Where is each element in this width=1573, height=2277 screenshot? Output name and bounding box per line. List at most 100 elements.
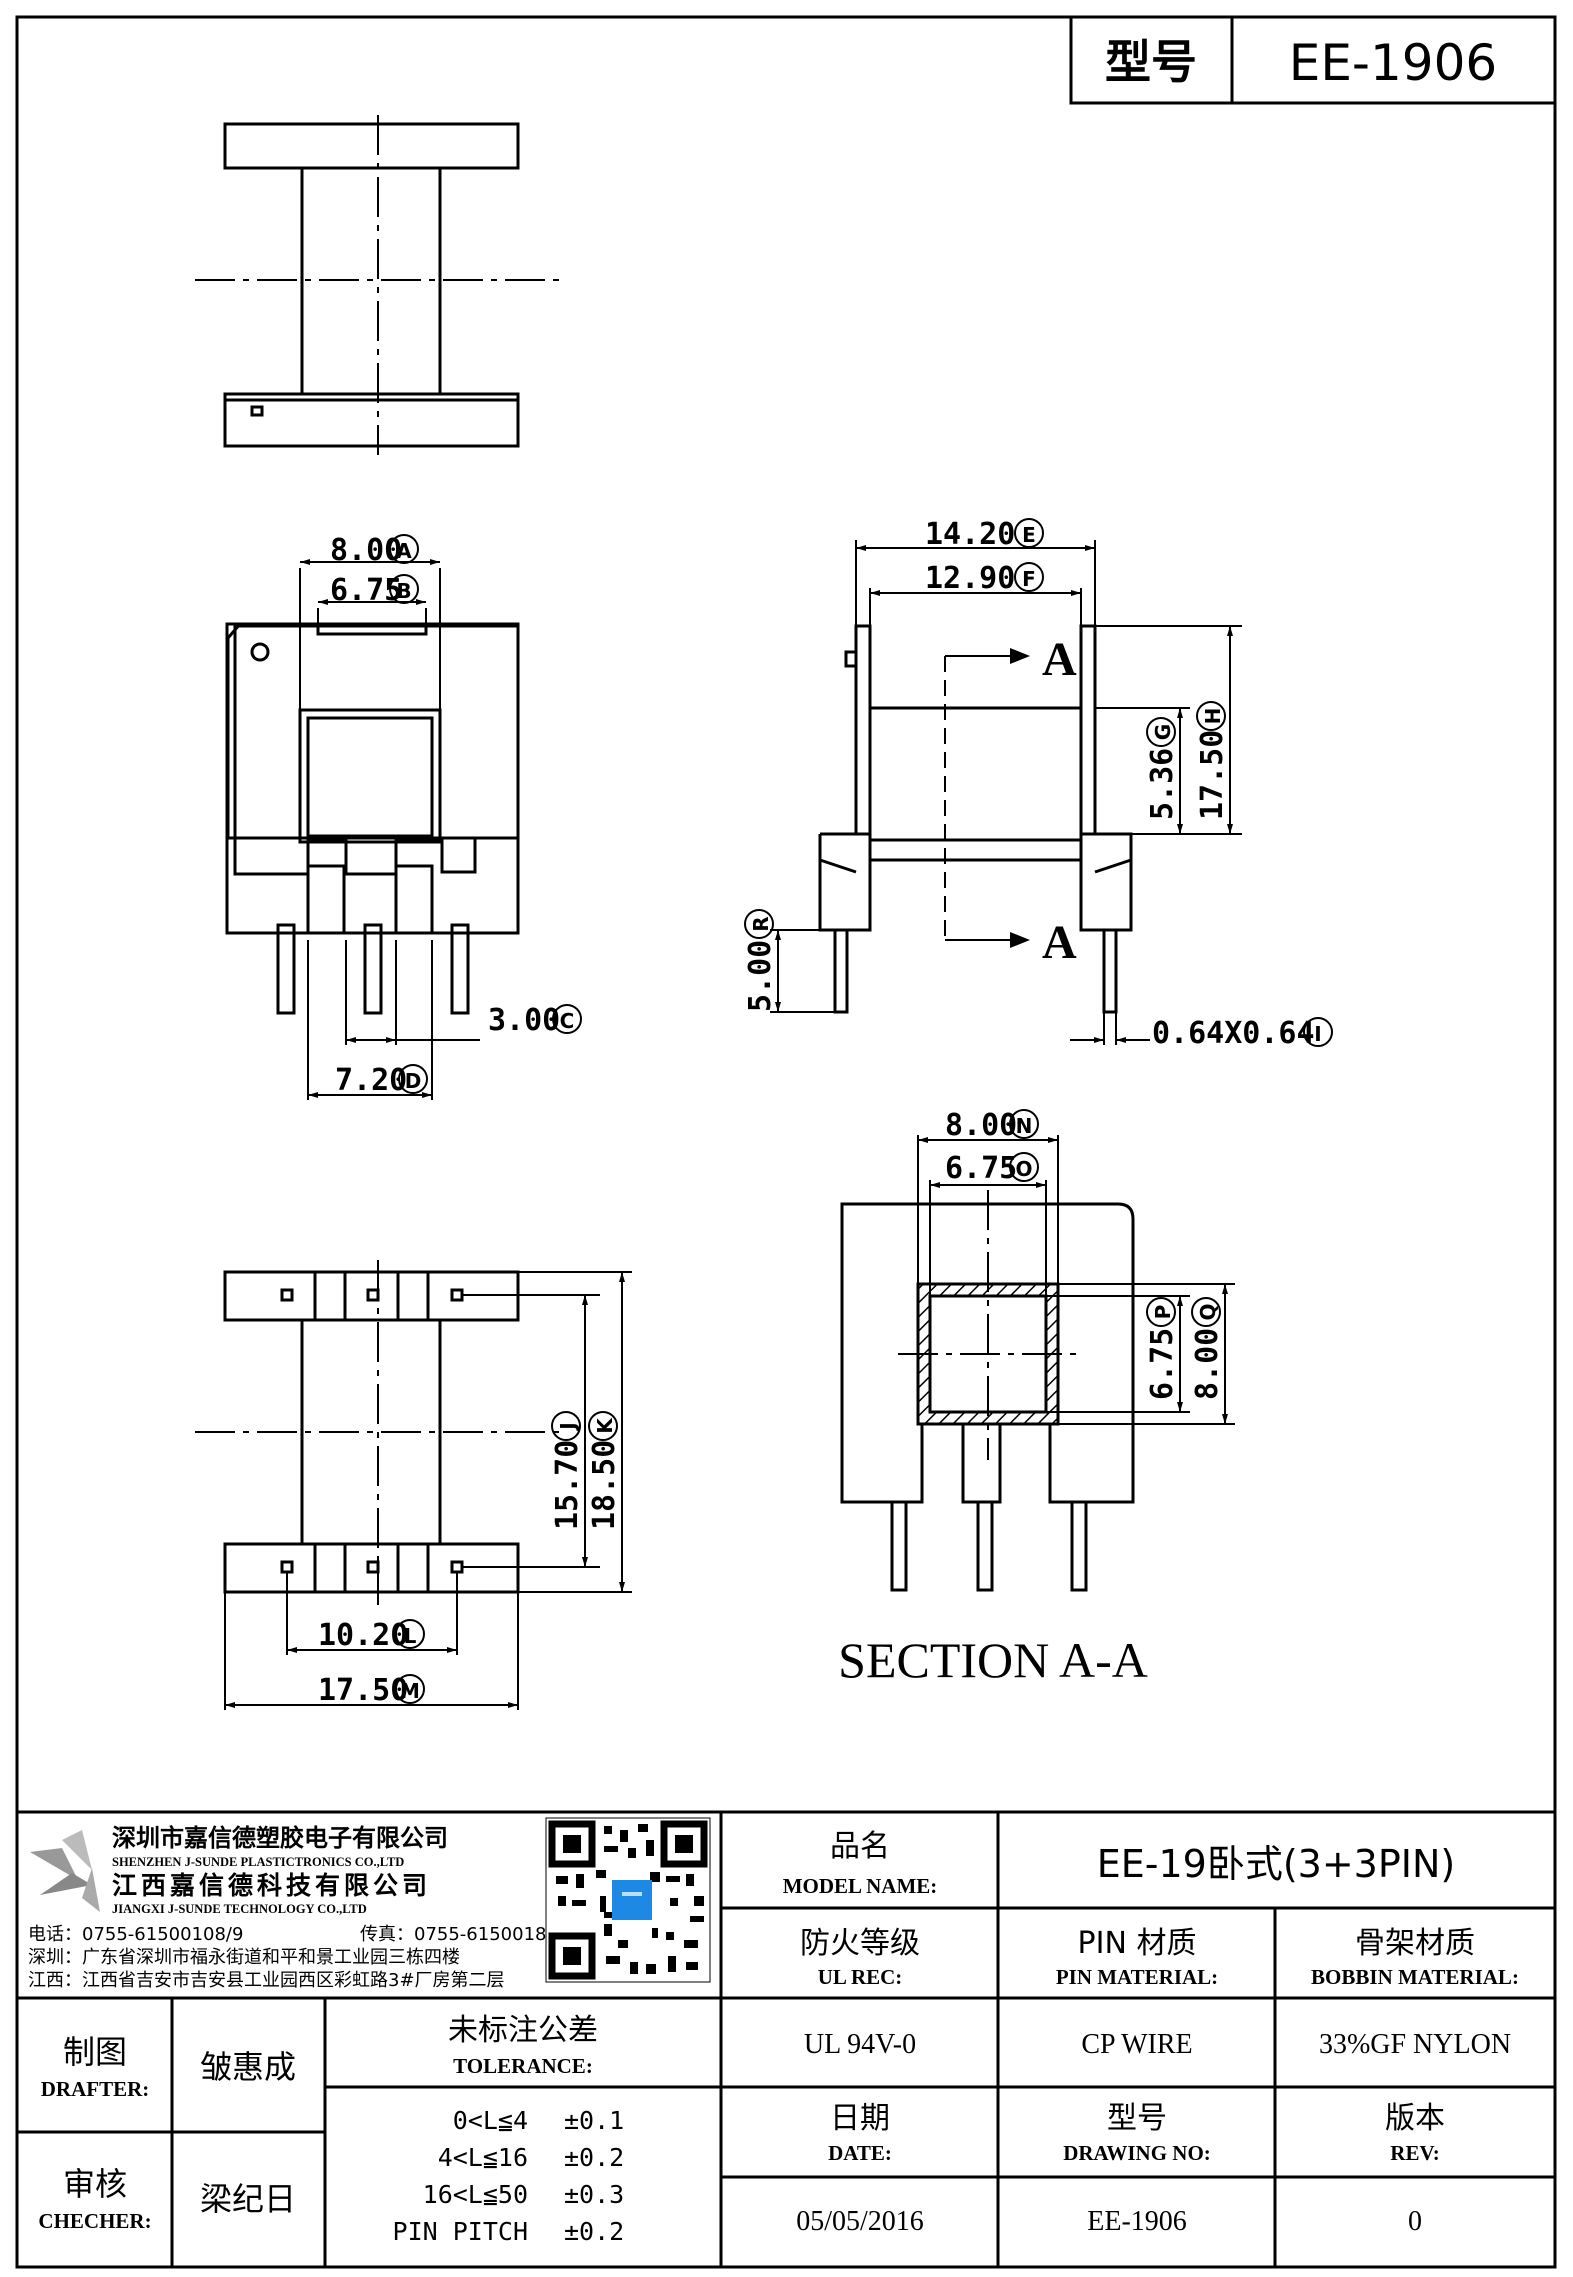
dim-J: 15.70 J <box>550 1411 585 1530</box>
svg-text:5.36: 5.36 <box>1145 748 1180 820</box>
title-block-grid <box>17 1810 1555 2267</box>
drafter-en: DRAFTER: <box>41 2077 150 2101</box>
svg-text:5.00: 5.00 <box>743 940 778 1012</box>
tolerance-value: ±0.1 <box>564 2106 624 2135</box>
dim-P: 6.75 P <box>1145 1297 1180 1400</box>
drafter-name: 皱惠成 <box>200 2048 296 2086</box>
svg-text:R: R <box>749 916 773 931</box>
svg-text:O: O <box>1015 1157 1032 1181</box>
svg-text:A: A <box>396 539 412 563</box>
svg-text:E: E <box>1022 523 1036 547</box>
section-arrow-bottom <box>1010 932 1030 948</box>
svg-text:0.64X0.64: 0.64X0.64 <box>1152 1016 1315 1051</box>
svg-text:G: G <box>1151 724 1175 740</box>
dim-L: 10.20 L <box>318 1618 425 1653</box>
dimension-lines <box>224 540 1242 1710</box>
tolerance-value: ±0.3 <box>564 2180 624 2209</box>
dim-F: 12.90 F <box>925 561 1044 596</box>
ul-rec-value: UL 94V-0 <box>804 2029 916 2060</box>
tolerance-cn: 未标注公差 <box>448 2013 598 2048</box>
pin-material-cn: PIN 材质 <box>1078 1926 1197 1961</box>
model-name-cn: 品名 <box>830 1829 890 1864</box>
svg-text:J: J <box>556 1422 580 1431</box>
svg-text:7.20: 7.20 <box>335 1063 407 1098</box>
date-value: 05/05/2016 <box>796 2206 924 2237</box>
company-name-sz: 深圳市嘉信德塑胶电子有限公司 <box>112 1824 448 1852</box>
company-fax: 传真：0755-61500185 <box>360 1924 558 1945</box>
drawing-no-en: DRAWING NO: <box>1063 2141 1211 2165</box>
svg-text:F: F <box>1022 567 1036 591</box>
tolerance-range: 16<L≦50 <box>423 2180 528 2209</box>
tolerance-range: 0<L≦4 <box>453 2106 528 2135</box>
ul-rec-cn: 防火等级 <box>800 1926 920 1961</box>
svg-text:15.70: 15.70 <box>550 1440 585 1530</box>
qr-code <box>545 1817 711 1983</box>
svg-text:8.00: 8.00 <box>945 1108 1017 1143</box>
dim-M: 17.50 M <box>318 1673 425 1708</box>
svg-text:Q: Q <box>1196 1303 1220 1320</box>
model-name-value: EE-19卧式(3+3PIN) <box>1097 1842 1455 1886</box>
checker-name: 梁纪日 <box>200 2180 296 2218</box>
section-label: SECTION A-A <box>838 1632 1148 1688</box>
side-view <box>818 624 1133 1014</box>
svg-text:6.75: 6.75 <box>1145 1328 1180 1400</box>
dim-B: 6.75 B <box>330 573 419 608</box>
header-model-value: EE-1906 <box>1289 34 1497 92</box>
pin-material-en: PIN MATERIAL: <box>1056 1965 1218 1989</box>
dim-I: 0.64X0.64 I <box>1152 1016 1333 1051</box>
rev-cn: 版本 <box>1385 2101 1445 2136</box>
company-phone: 电话：0755-61500108/9 <box>28 1924 243 1945</box>
tolerance-range: PIN PITCH <box>393 2217 528 2246</box>
tolerance-table: 0<L≦4 ±0.1 4<L≦16 ±0.2 16<L≦50 ±0.3 PIN … <box>393 2106 625 2246</box>
svg-text:6.75: 6.75 <box>330 573 402 608</box>
section-marker-top: A <box>1042 633 1077 686</box>
svg-text:18.50: 18.50 <box>587 1440 622 1530</box>
svg-text:17.50: 17.50 <box>1195 730 1230 820</box>
dim-N: 8.00 N <box>945 1108 1039 1143</box>
tolerance-range: 4<L≦16 <box>438 2143 528 2172</box>
svg-text:L: L <box>404 1624 417 1648</box>
company-address-sz: 深圳：广东省深圳市福永街道和平和景工业园三栋四楼 <box>28 1947 460 1968</box>
ul-rec-en: UL REC: <box>818 1965 903 1989</box>
sheet-border <box>15 15 1557 2269</box>
svg-text:8.00: 8.00 <box>1190 1328 1225 1400</box>
svg-text:H: H <box>1201 708 1225 725</box>
svg-text:14.20: 14.20 <box>925 517 1015 552</box>
svg-text:10.20: 10.20 <box>318 1618 408 1653</box>
svg-text:I: I <box>1314 1022 1321 1046</box>
dim-C: 3.00 C <box>488 1003 582 1038</box>
drawing-no-value: EE-1906 <box>1087 2206 1187 2237</box>
drawing-no-cn: 型号 <box>1107 2101 1167 2136</box>
bottom-view <box>195 1260 560 1605</box>
tolerance-value: ±0.2 <box>564 2217 624 2246</box>
bobbin-material-cn: 骨架材质 <box>1355 1926 1475 1961</box>
rev-value: 0 <box>1408 2206 1422 2237</box>
svg-text:3.00: 3.00 <box>488 1003 560 1038</box>
svg-text:K: K <box>593 1417 617 1434</box>
svg-text:N: N <box>1016 1114 1033 1138</box>
svg-text:6.75: 6.75 <box>945 1151 1017 1186</box>
svg-text:B: B <box>396 579 411 603</box>
company-logo <box>30 1830 100 1912</box>
dim-D: 7.20 D <box>335 1063 428 1098</box>
section-marker-bottom: A <box>1042 916 1077 969</box>
svg-text:12.90: 12.90 <box>925 561 1015 596</box>
top-view <box>195 115 560 455</box>
tolerance-value: ±0.2 <box>564 2143 624 2172</box>
drafter-cn: 制图 <box>63 2033 127 2071</box>
svg-text:8.00: 8.00 <box>330 533 402 568</box>
date-en: DATE: <box>828 2141 892 2165</box>
bobbin-material-value: 33%GF NYLON <box>1319 2029 1511 2060</box>
svg-text:D: D <box>405 1069 422 1093</box>
tolerance-en: TOLERANCE: <box>453 2054 593 2078</box>
dim-A: 8.00 A <box>330 533 419 568</box>
svg-text:P: P <box>1151 1305 1175 1320</box>
company-name-sz-en: SHENZHEN J-SUNDE PLASTICTRONICS CO.,LTD <box>112 1855 404 1869</box>
company-address-jx: 江西：江西省吉安市吉安县工业园西区彩虹路3#厂房第二层 <box>28 1970 505 1991</box>
svg-text:C: C <box>560 1009 575 1033</box>
section-arrow-top <box>1010 648 1030 664</box>
bobbin-material-en: BOBBIN MATERIAL: <box>1311 1965 1519 1989</box>
company-name-jx: 江西嘉信德科技有限公司 <box>112 1871 431 1900</box>
dim-R: 5.00 R <box>743 909 778 1012</box>
